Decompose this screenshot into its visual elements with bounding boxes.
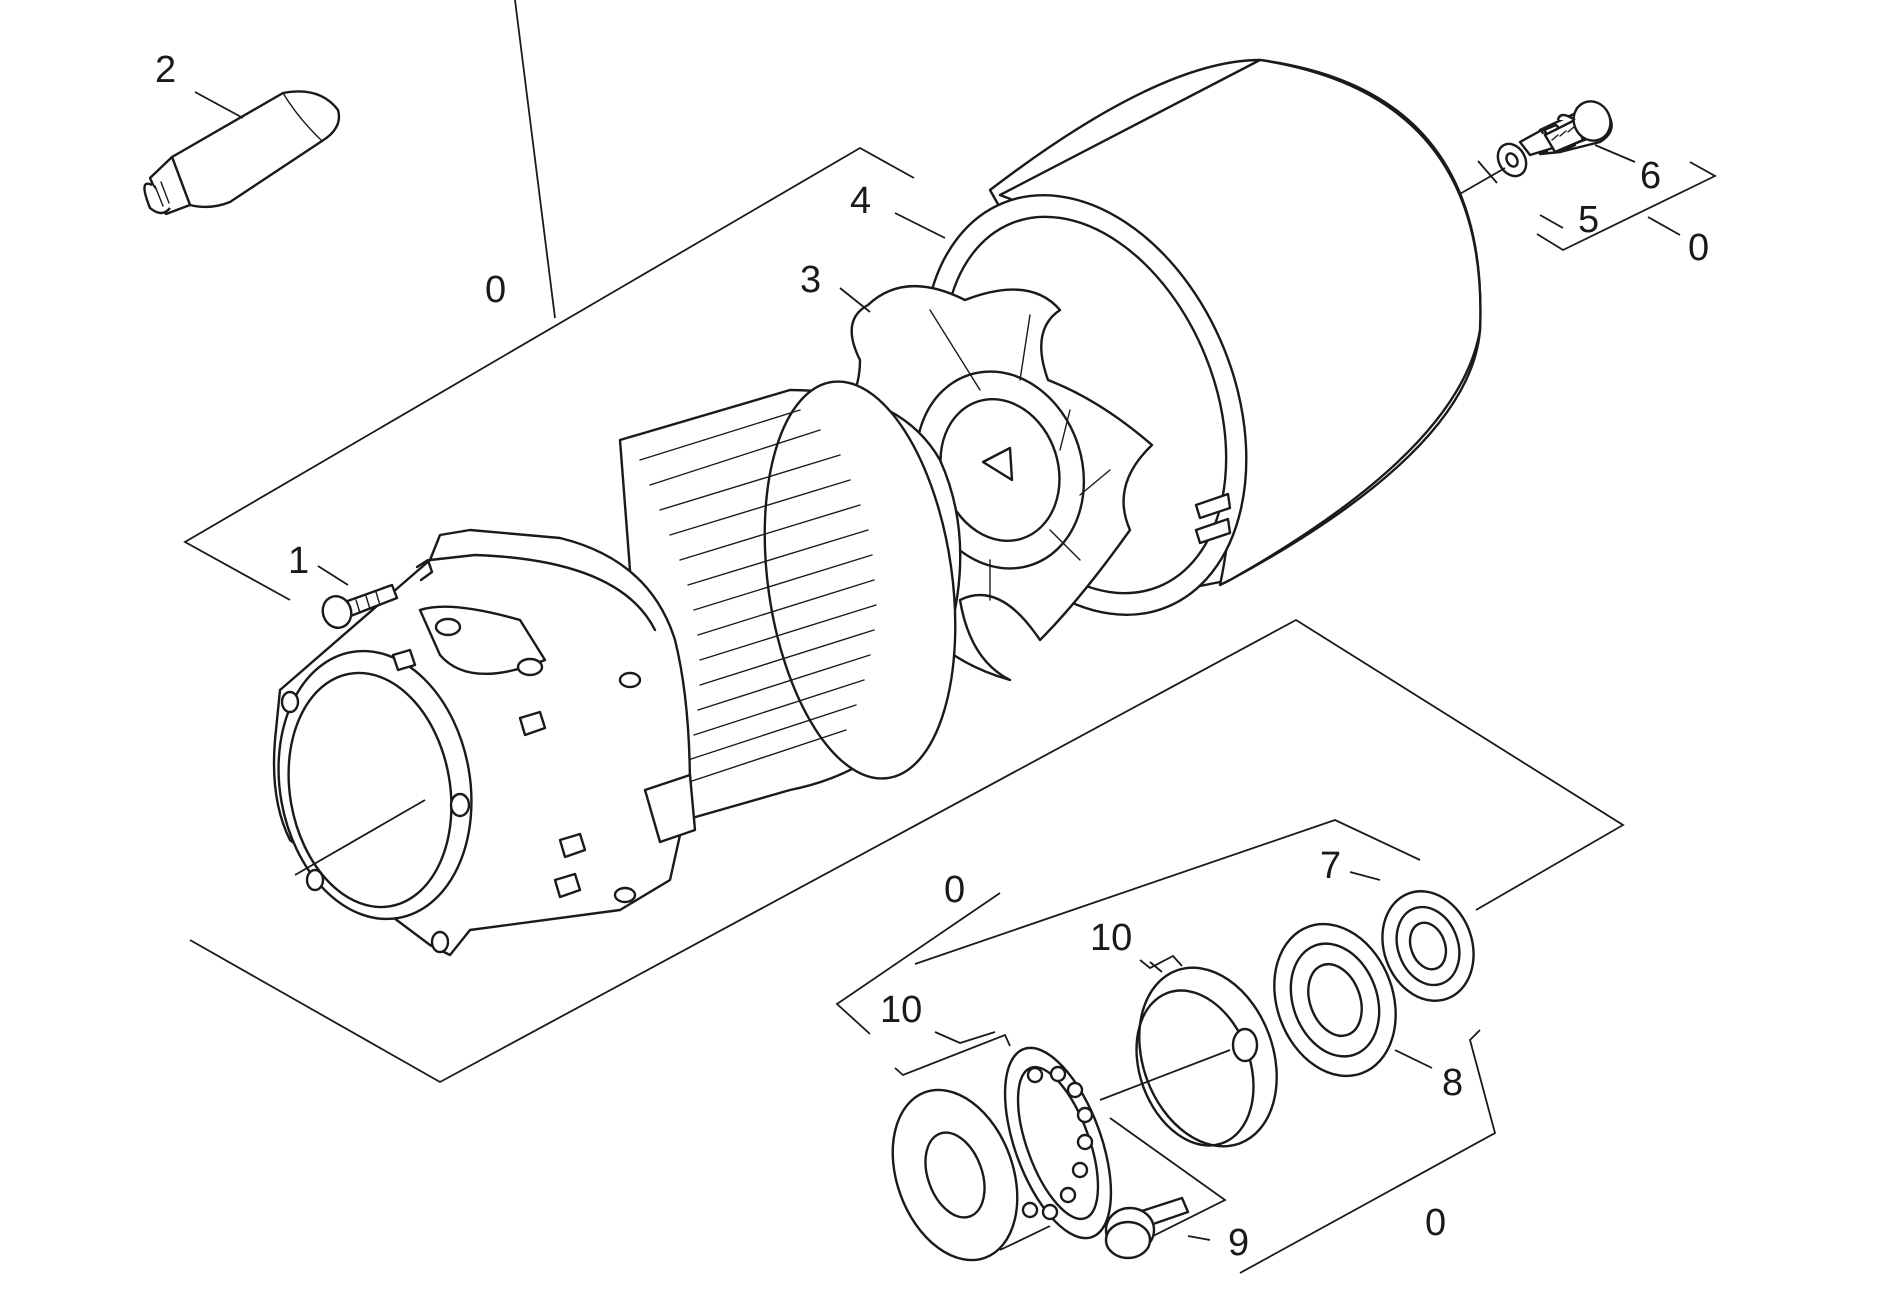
motor-group-bracket [183,0,1625,1084]
screw-group-bracket [1457,144,1717,252]
label-part-0-screw: 0 [1688,227,1709,269]
thrust-washer-icon [891,1088,1019,1262]
bearing-icon [1349,871,1475,1002]
bearing-cup-icon [1099,954,1278,1148]
screw-6-icon [1543,100,1612,154]
part-labels: 2 0 4 3 1 6 5 0 7 0 10 10 8 0 9 [155,49,1709,1264]
label-part-10-upper: 10 [1090,917,1132,959]
label-part-2: 2 [155,49,176,91]
label-part-4: 4 [850,180,871,222]
motor-stator-icon [618,380,962,832]
label-part-6: 6 [1640,155,1661,197]
label-part-0-bearing-lower: 0 [1425,1202,1446,1244]
flange-screw-icon [1104,1196,1211,1260]
label-part-10-lower: 10 [880,989,922,1031]
label-part-0-motor: 0 [485,269,506,311]
label-part-3: 3 [800,259,821,301]
label-part-0-bearing-upper: 0 [944,869,965,911]
label-part-5: 5 [1578,199,1599,241]
screw-1-icon [317,558,434,629]
ball-bearing-icon [1273,922,1433,1078]
label-part-7: 7 [1320,845,1341,887]
label-part-8: 8 [1442,1062,1463,1104]
grease-tube-icon [143,90,341,216]
label-part-1: 1 [288,540,309,582]
motor-housing-icon [272,528,697,957]
thrust-bearing-icon [894,1031,1113,1240]
label-part-9: 9 [1228,1222,1249,1264]
bearing-group-bracket [835,819,1497,1274]
